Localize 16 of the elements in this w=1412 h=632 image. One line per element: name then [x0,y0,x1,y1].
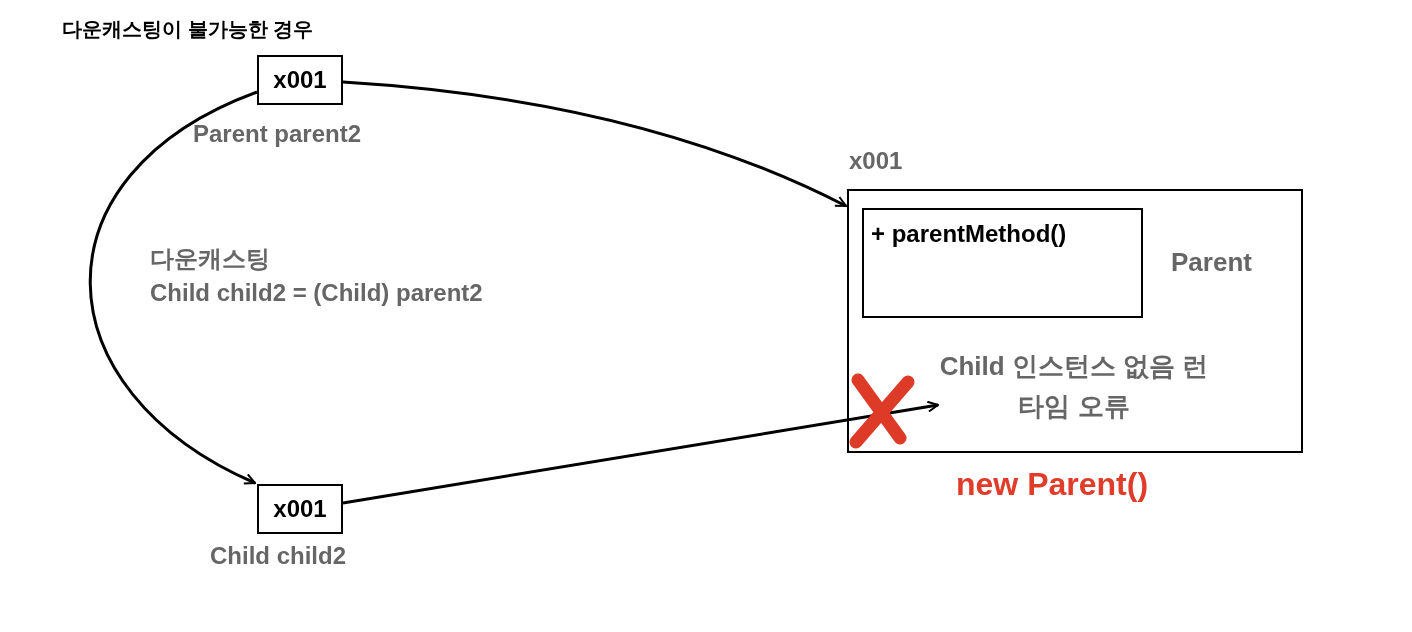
object-box [847,189,1303,453]
constructor-label: new Parent() [956,466,1149,503]
arrow [88,90,258,485]
cast-label: 다운캐스팅 [150,244,270,274]
reference-box: x001 [257,55,343,105]
arrow [342,400,939,505]
method-box: + parentMethod() [862,208,1143,318]
diagram-title: 다운캐스팅이 불가능한 경우 [62,17,314,42]
reference-box: x001 [257,484,343,534]
address-label: x001 [849,147,903,175]
arrow [342,80,847,208]
variable-label: Parent parent2 [193,120,362,148]
error-text: Child 인스턴스 없음 런타임 오류 [939,350,1209,423]
variable-label: Child child2 [210,542,346,570]
class-name: Parent [1171,247,1252,278]
cast-label: Child child2 = (Child) parent2 [150,279,483,307]
